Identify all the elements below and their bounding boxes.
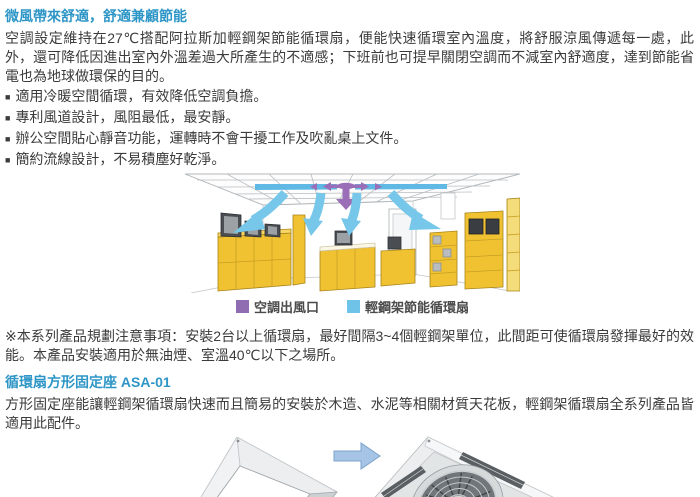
bullet-text: 專利風道設計，風阻最低，最安靜。 xyxy=(15,109,240,125)
bullet-item: ■ 專利風道設計，風阻最低，最安靜。 xyxy=(5,108,694,129)
legend-label: 輕鋼架節能循環扇 xyxy=(365,300,470,315)
section2-heading: 循環扇方形固定座 ASA-01 xyxy=(5,374,171,390)
bullet-square-icon: ■ xyxy=(5,155,11,165)
bullet-square-icon: ■ xyxy=(5,92,11,102)
section2-paragraph: 方形固定座能讓輕鋼架循環扇快速而且簡易的安裝於木造、水泥等相關材質天花板，輕鋼架… xyxy=(5,396,694,431)
fan-unit-image xyxy=(374,436,554,497)
legend-item-ac-outlet: 空調出風口 xyxy=(235,297,319,316)
feature-bullet-list: ■ 適用冷暖空間循環，有效降低空調負擔。 ■ 專利風道設計，風阻最低，最安靜。 … xyxy=(5,87,694,171)
section1-heading: 微風帶來舒適，舒適兼顧節能 xyxy=(5,8,187,24)
store-furniture xyxy=(217,197,521,292)
purple-swatch-icon xyxy=(235,300,249,313)
bullet-item: ■ 適用冷暖空間循環，有效降低空調負擔。 xyxy=(5,87,694,108)
mounting-frame-image xyxy=(200,437,339,497)
legend-item-fan: 輕鋼架節能循環扇 xyxy=(347,297,469,316)
bullet-item: ■ 辦公空間貼心靜音功能，運轉時不會干擾工作及吹亂桌上文件。 xyxy=(5,129,694,150)
bullet-square-icon: ■ xyxy=(5,134,11,144)
room-illustration-svg xyxy=(184,173,521,294)
bullet-text: 簡約流線設計，不易積塵好乾淨。 xyxy=(15,151,226,167)
ac-outlet-arrows xyxy=(310,182,382,210)
bullet-text: 辦公空間貼心靜音功能，運轉時不會干擾工作及吹亂桌上文件。 xyxy=(15,130,408,146)
legend-label: 空調出風口 xyxy=(253,300,319,315)
room-airflow-illustration xyxy=(184,173,521,296)
illustration-legend: 空調出風口 輕鋼架節能循環扇 xyxy=(185,297,520,316)
install-arrow-icon xyxy=(333,442,381,470)
section1-paragraph: 空調設定維持在27℃搭配阿拉斯加輕鋼架節能循環扇，便能快速循環室內溫度，將舒服涼… xyxy=(5,30,694,84)
bullet-square-icon: ■ xyxy=(5,113,11,123)
installation-note: ※本系列產品規劃注意事項：安裝2台以上循環扇，最好間隔3~4個輕鋼架單位，此間距… xyxy=(5,328,694,363)
bullet-item: ■ 簡約流線設計，不易積塵好乾淨。 xyxy=(5,150,694,171)
product-images-row xyxy=(5,435,694,497)
airflow-arrowheads xyxy=(233,211,441,236)
bullet-text: 適用冷暖空間循環，有效降低空調負擔。 xyxy=(15,88,268,104)
blue-swatch-icon xyxy=(347,300,360,313)
